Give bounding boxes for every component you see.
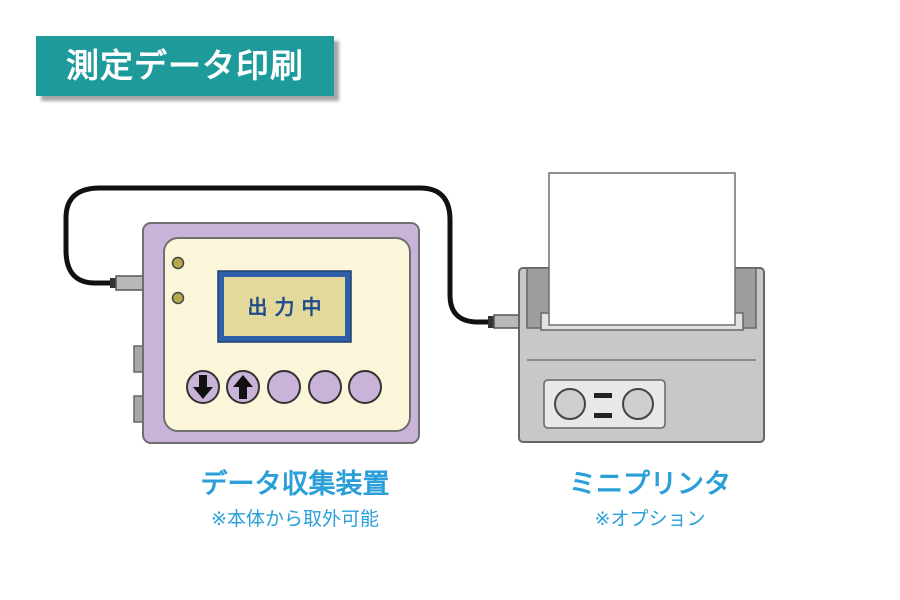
printer-button[interactable] [554,388,586,420]
cable-connector-right [488,314,521,329]
function-button[interactable] [308,370,342,404]
screen-text: 出 力 中 [248,295,322,319]
down-arrow-icon [193,375,213,399]
up-arrow-button[interactable] [226,370,260,404]
led-indicator [171,291,185,305]
data-collector-device: 出 力 中 [133,222,420,444]
function-button[interactable] [348,370,382,404]
printer-button[interactable] [622,388,654,420]
function-button[interactable] [267,370,301,404]
printer-paper [548,172,736,326]
down-arrow-button[interactable] [186,370,220,404]
collector-name: データ収集装置 [200,469,390,500]
printer-caption: ミニプリンタ ※オプション [530,468,770,532]
page-title: 測定データ印刷 [36,36,334,96]
up-arrow-icon [233,375,253,399]
printer-indicator [594,393,612,398]
mini-printer [518,172,765,443]
printer-name: ミニプリンタ [569,469,731,500]
printer-indicator [594,413,612,418]
cable-connector-left [110,275,147,291]
printer-note: ※オプション [594,508,706,530]
collector-note: ※本体から取外可能 [211,508,379,530]
led-indicator [171,256,185,270]
data-cable [63,185,495,325]
collector-caption: データ収集装置 ※本体から取外可能 [150,468,440,532]
